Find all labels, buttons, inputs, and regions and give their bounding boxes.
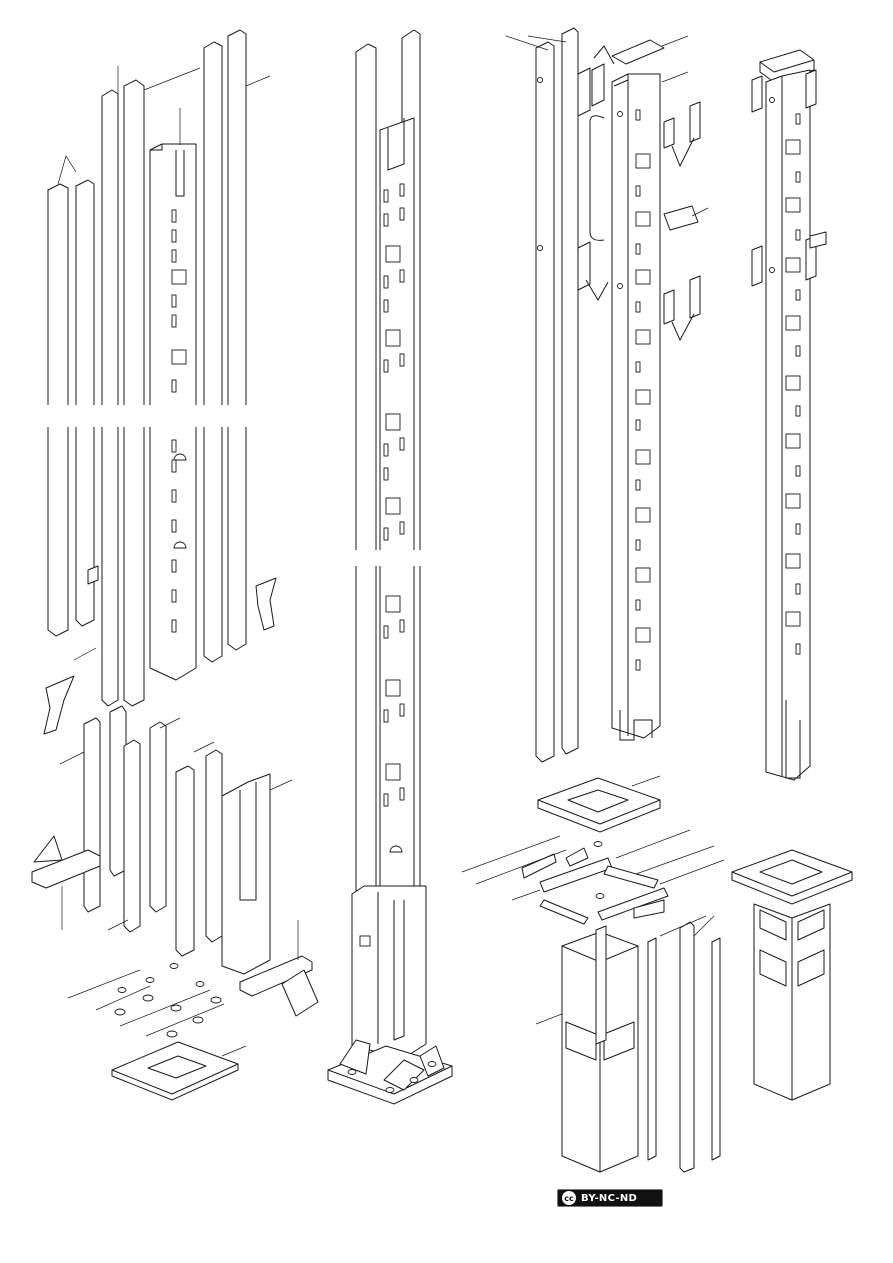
bracket-top-left-2 xyxy=(591,63,605,107)
square-tube-post-assembled xyxy=(751,49,827,781)
square-post-cap xyxy=(759,49,815,73)
bent-rod xyxy=(589,115,605,241)
loose-strip-2 xyxy=(679,921,695,1173)
lower-channel-6 xyxy=(205,749,223,943)
assembled-shoe-window-3 xyxy=(759,949,787,987)
license-badge[interactable]: cc BY-NC-ND xyxy=(557,1189,663,1207)
clip-wedge-2 xyxy=(43,675,75,735)
base-gusset-right xyxy=(419,1045,445,1077)
assembled-shoe-window-1 xyxy=(759,909,787,941)
base-shoe-assembled xyxy=(731,849,853,1101)
channel-front-2 xyxy=(123,79,145,707)
base-gusset-left xyxy=(339,1039,371,1075)
arrow-tab-left xyxy=(33,835,63,863)
lower-slotted-bracket xyxy=(221,773,271,975)
lower-channel-3 xyxy=(123,739,141,933)
assembled-shoe-window-4 xyxy=(797,949,825,987)
clip-right-2 xyxy=(689,101,701,143)
upright-slots xyxy=(171,209,187,633)
clip-right-1 xyxy=(663,117,675,149)
assembled-post-with-base-plate xyxy=(327,29,453,1105)
bracket-mid-left xyxy=(577,241,591,291)
gusset-4 xyxy=(603,865,659,889)
clip-wedge-1 xyxy=(255,577,277,631)
main-tube-slots xyxy=(617,109,651,671)
square-post-body xyxy=(765,69,811,781)
square-post-tab xyxy=(809,231,827,249)
assembled-shoe-window-2 xyxy=(797,909,825,941)
channel-rear-1 xyxy=(203,41,223,663)
rectangular-tube-post-exploded xyxy=(505,27,709,763)
gusset-6 xyxy=(597,887,669,921)
lower-channel-5 xyxy=(175,765,195,957)
gusset-7 xyxy=(633,899,665,919)
channel-rear-2 xyxy=(227,29,247,651)
arrow-tab-right xyxy=(281,969,319,1017)
shoe-inner-post xyxy=(595,925,607,1045)
tube-cap xyxy=(611,39,665,65)
exploded-channel-post xyxy=(31,29,319,1101)
square-post-side-clip-3 xyxy=(751,245,763,287)
clip-right-4 xyxy=(689,275,701,319)
square-post-side-clip-1 xyxy=(751,75,763,113)
gusset-2 xyxy=(565,847,589,867)
base-gusset-front xyxy=(383,1059,425,1091)
square-post-slots xyxy=(769,97,801,655)
angle-strip-left xyxy=(535,41,555,763)
clip-right-3 xyxy=(663,289,675,325)
base-plate-left-hole xyxy=(147,1055,207,1079)
shoe-box-window-right xyxy=(603,1021,635,1061)
assembled-shoe-collar-hole xyxy=(759,859,823,885)
loose-strip-3 xyxy=(711,937,721,1161)
center-post-sleeve xyxy=(351,885,427,1059)
center-post-slots xyxy=(383,183,405,853)
shoe-box-window-left xyxy=(565,1021,597,1061)
lower-channel-1 xyxy=(83,717,101,913)
channel-left-inner xyxy=(75,179,95,627)
loose-strip-1 xyxy=(647,937,657,1161)
shoe-collar-hole xyxy=(567,789,629,813)
bracket-top-left xyxy=(577,67,591,117)
gusset-1 xyxy=(521,853,557,879)
angle-strip-right xyxy=(561,27,579,755)
license-label: BY-NC-ND xyxy=(581,1192,638,1204)
plate-small xyxy=(663,205,699,231)
fastener-group xyxy=(67,963,225,1038)
square-post-side-clip-2 xyxy=(805,69,817,109)
clip-small-1 xyxy=(87,565,99,585)
lower-channel-4 xyxy=(149,721,167,913)
creative-commons-icon: cc xyxy=(562,1191,576,1205)
base-shoe-exploded xyxy=(461,775,725,1173)
channel-front-1 xyxy=(101,89,119,707)
foot-tab-right xyxy=(239,955,313,997)
foot-tab-left xyxy=(31,849,101,889)
gusset-5 xyxy=(539,899,589,925)
